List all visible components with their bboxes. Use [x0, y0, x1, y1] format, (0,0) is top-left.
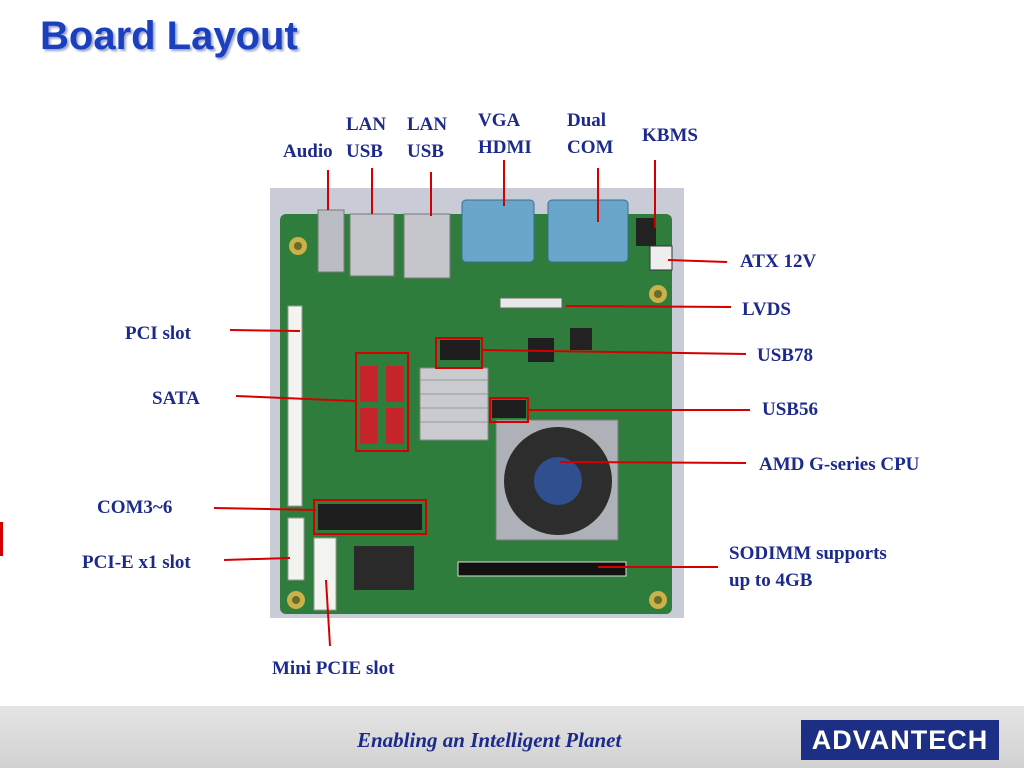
page-title: Board Layout: [40, 14, 298, 58]
label-amd-cpu: AMD G-series CPU: [759, 454, 920, 475]
label-sodimm-line1: SODIMM supports: [729, 543, 887, 564]
motherboard-image: [270, 188, 684, 618]
label-usb78: USB78: [757, 345, 813, 366]
label-dual-com-line1: Dual: [567, 110, 607, 131]
label-lan-usb-2: LAN USB: [407, 111, 447, 165]
label-mini-pcie: Mini PCIE slot: [272, 658, 395, 679]
label-dual-com: Dual COM: [567, 107, 613, 161]
label-lan-usb-1: LAN USB: [346, 111, 386, 165]
label-sodimm-line2: up to 4GB: [729, 570, 813, 591]
edge-marker: [0, 522, 3, 556]
label-lan-usb-1-line1: LAN: [346, 114, 387, 135]
label-usb56: USB56: [762, 399, 818, 420]
label-lan-usb-2-line2: USB: [407, 141, 444, 162]
label-vga-hdmi-line2: HDMI: [478, 137, 532, 158]
label-vga-hdmi: VGA HDMI: [478, 107, 532, 161]
label-sata: SATA: [152, 388, 200, 409]
label-sodimm: SODIMM supports up to 4GB: [729, 540, 887, 594]
label-audio: Audio: [283, 141, 333, 162]
advantech-logo: ADVANTECH: [801, 720, 999, 760]
label-lvds: LVDS: [742, 299, 791, 320]
label-pci-slot: PCI slot: [125, 323, 191, 344]
label-atx-12v: ATX 12V: [740, 251, 817, 272]
label-lan-usb-1-line2: USB: [346, 141, 383, 162]
footer-bar: Enabling an Intelligent Planet ADVANTECH: [0, 706, 1024, 768]
footer-tagline: Enabling an Intelligent Planet: [357, 728, 622, 752]
label-com3-6: COM3~6: [97, 497, 173, 518]
label-lan-usb-2-line1: LAN: [407, 114, 448, 135]
label-vga-hdmi-line1: VGA: [478, 110, 521, 131]
label-dual-com-line2: COM: [567, 137, 614, 158]
label-pcie-x1: PCI-E x1 slot: [82, 552, 191, 573]
label-kbms: KBMS: [642, 125, 698, 146]
